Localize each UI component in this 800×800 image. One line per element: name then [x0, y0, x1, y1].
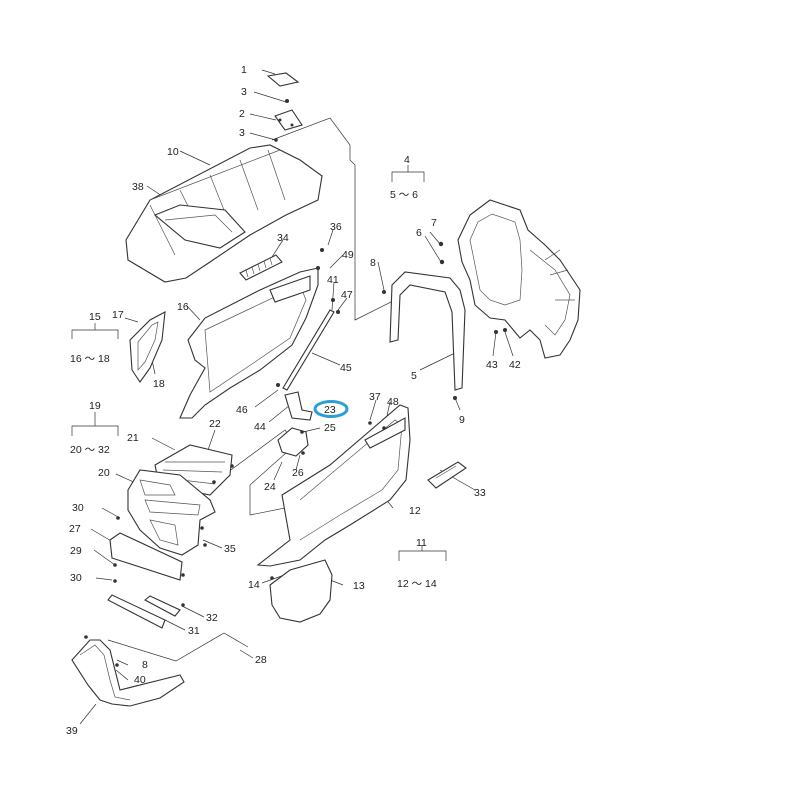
part-side-panel-lower: [269, 559, 333, 623]
callout-26: 26: [292, 467, 304, 479]
callout-23: 23: [324, 404, 336, 416]
callout-8: 8: [370, 257, 376, 269]
callout-34: 34: [277, 232, 289, 244]
callout-40: 40: [134, 674, 146, 686]
part-badge: [427, 461, 467, 489]
callout-24: 24: [264, 481, 276, 493]
part-side-frame: [129, 311, 166, 383]
callout-33: 33: [474, 487, 486, 499]
part-small-plates: [107, 594, 185, 629]
callout-5-6: 5 ～ 6: [390, 189, 418, 201]
callout-42: 42: [509, 359, 521, 371]
part-hood: [125, 144, 323, 283]
callout-6: 6: [416, 227, 422, 239]
callout-9: 9: [459, 414, 465, 426]
callout-47: 47: [341, 289, 353, 301]
callout-21: 21: [127, 432, 139, 444]
callout-19: 19: [89, 400, 101, 412]
callout-36: 36: [330, 221, 342, 233]
callout-45: 45: [340, 362, 352, 374]
callout-37: 37: [369, 391, 381, 403]
callout-29: 29: [70, 545, 82, 557]
callout-16: 16: [177, 301, 189, 313]
callout-4: 4: [404, 154, 410, 166]
callout-11: 11: [416, 537, 427, 549]
part-lower-panel: [109, 532, 185, 583]
callout-2: 2: [239, 108, 245, 120]
callout-35: 35: [224, 543, 236, 555]
callout-1: 1: [241, 64, 247, 76]
leader-lines: [79, 69, 514, 725]
callout-22: 22: [209, 418, 221, 430]
callout-44: 44: [254, 421, 266, 433]
part-bumper: [71, 635, 185, 707]
callout-30-lower: 30: [70, 572, 82, 584]
callout-3-lower: 3: [239, 127, 245, 139]
part-gas-strut: [276, 248, 340, 391]
callout-48: 48: [387, 396, 399, 408]
callout-18: 18: [153, 378, 165, 390]
callout-27: 27: [69, 523, 81, 535]
callout-8-lower: 8: [142, 659, 148, 671]
part-front-nose: [116, 469, 216, 556]
callout-39: 39: [66, 725, 78, 737]
part-lamp-bracket: [277, 391, 313, 457]
callout-31: 31: [188, 625, 200, 637]
callout-5: 5: [411, 370, 417, 382]
callout-15: 15: [89, 311, 101, 323]
callout-20: 20: [98, 467, 110, 479]
part-cab-frame: [382, 199, 581, 400]
callout-46: 46: [236, 404, 248, 416]
callout-12: 12: [409, 505, 421, 517]
group-brackets: [71, 165, 447, 561]
callout-16-18: 16 ～ 18: [70, 353, 110, 365]
callout-numbers: 1 3 2 3 10 38 4 5 ～ 6 7 6 8 36 34 49 41 …: [66, 64, 521, 737]
callout-49: 49: [342, 249, 354, 261]
callout-41: 41: [327, 274, 339, 286]
callout-25: 25: [324, 422, 336, 434]
part-side-panel-left: [179, 267, 319, 419]
part-cap-plate: [266, 72, 303, 142]
callout-12-14: 12 ～ 14: [397, 578, 437, 590]
callout-7: 7: [431, 217, 437, 229]
part-side-panel-right: [256, 404, 411, 567]
callout-30: 30: [72, 502, 84, 514]
callout-17: 17: [112, 309, 124, 321]
callout-10: 10: [167, 146, 179, 158]
callout-28: 28: [255, 654, 267, 666]
callout-14: 14: [248, 579, 260, 591]
callout-13: 13: [353, 580, 365, 592]
callout-3: 3: [241, 86, 247, 98]
callout-32: 32: [206, 612, 218, 624]
callout-43: 43: [486, 359, 498, 371]
misc-screws: [300, 421, 386, 434]
part-grille-strip: [239, 254, 283, 281]
highlight-ring: [313, 400, 349, 418]
callout-20-32: 20 ～ 32: [70, 444, 110, 456]
callout-38: 38: [132, 181, 144, 193]
